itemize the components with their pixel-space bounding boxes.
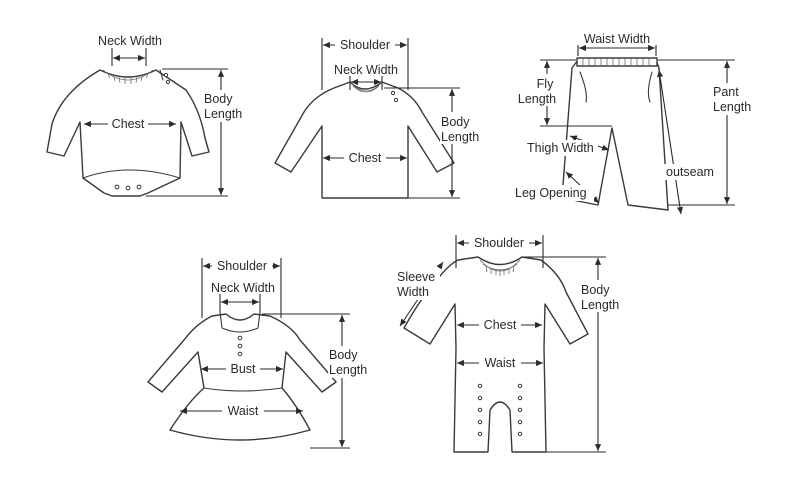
romper-snap [517, 431, 523, 437]
romper-body-length-label-2: Length [581, 298, 619, 312]
romper-body-length-label: Body [581, 283, 610, 297]
shirt-button [390, 90, 396, 96]
romper-snap [477, 395, 483, 401]
dress-body-length-label: Body [329, 348, 358, 362]
romper-sleeve-width-label: Sleeve [397, 270, 435, 284]
romper-waist-label: Waist [485, 356, 516, 370]
bodysuit-placket [159, 69, 164, 81]
shirt-shoulder-label: Shoulder [340, 38, 390, 52]
bodysuit-snap [125, 185, 131, 191]
dress-button [237, 335, 243, 341]
dress-collar [219, 311, 261, 333]
shirt-button [393, 97, 399, 103]
pants-waist-width-label: Waist Width [584, 32, 650, 46]
bodysuit-snap [114, 184, 120, 190]
bodysuit-body-length-label-2: Length [204, 107, 242, 121]
dress-body-length-label-2: Length [329, 363, 367, 377]
romper-snap [477, 419, 483, 425]
pants-fly-length-label-2: Length [518, 92, 556, 106]
bodysuit-snap [136, 184, 142, 190]
pants-leg-opening-label: Leg Opening [515, 186, 587, 200]
dress-diagram: Shoulder Neck Width Bust Waist Body Leng… [147, 258, 374, 449]
dress-bust-label: Bust [230, 362, 256, 376]
bodysuit-button [165, 79, 171, 85]
pants-fly-length-label: Fly [537, 77, 554, 91]
romper-snap [477, 431, 483, 437]
romper-diagram: Shoulder Sleeve Width Chest Waist Body L… [396, 235, 626, 453]
pants-pant-length-label: Pant [713, 85, 739, 99]
bodysuit-outline [46, 69, 210, 197]
romper-snap [517, 383, 523, 389]
pants-thigh-width-label: Thigh Width [527, 141, 594, 155]
shirt-chest-label: Chest [349, 151, 382, 165]
bodysuit-button [163, 72, 169, 78]
dress-waist-seam [203, 387, 283, 392]
shirt-neck-width-label: Neck Width [334, 63, 398, 77]
dress-button [237, 343, 243, 349]
bodysuit-body-length-label: Body [204, 92, 233, 106]
shirt-body-length-label-2: Length [441, 130, 479, 144]
bodysuit-diagram: Neck Width Chest Body Length [46, 34, 250, 197]
romper-shoulder-label: Shoulder [474, 236, 524, 250]
shirt-outline [274, 81, 455, 199]
dress-waist-label: Waist [228, 404, 259, 418]
bodysuit-chest-label: Chest [112, 117, 145, 131]
pants-outseam-label: outseam [666, 165, 714, 179]
romper-sleeve-width-label-2: Width [397, 285, 429, 299]
dress-shoulder-label: Shoulder [217, 259, 267, 273]
pants-outseam-line [657, 69, 683, 215]
bodysuit-snap-line [82, 169, 181, 179]
dress-button [237, 351, 243, 357]
pants-pant-length-label-2: Length [713, 100, 751, 114]
pants-waistband [576, 57, 658, 67]
shirt-diagram: Shoulder Neck Width Chest Body Length [274, 37, 484, 199]
romper-snap [517, 395, 523, 401]
shirt-body-length-label: Body [441, 115, 470, 129]
romper-snap [517, 419, 523, 425]
pants-diagram: Waist Width Fly Length Pant Length Thigh… [514, 31, 758, 215]
bodysuit-neck-width-label: Neck Width [98, 34, 162, 48]
romper-chest-label: Chest [484, 318, 517, 332]
romper-snap [477, 383, 483, 389]
romper-snap [477, 407, 483, 413]
dress-neck-width-label: Neck Width [211, 281, 275, 295]
romper-snap [517, 407, 523, 413]
pants-pockets [579, 71, 653, 103]
